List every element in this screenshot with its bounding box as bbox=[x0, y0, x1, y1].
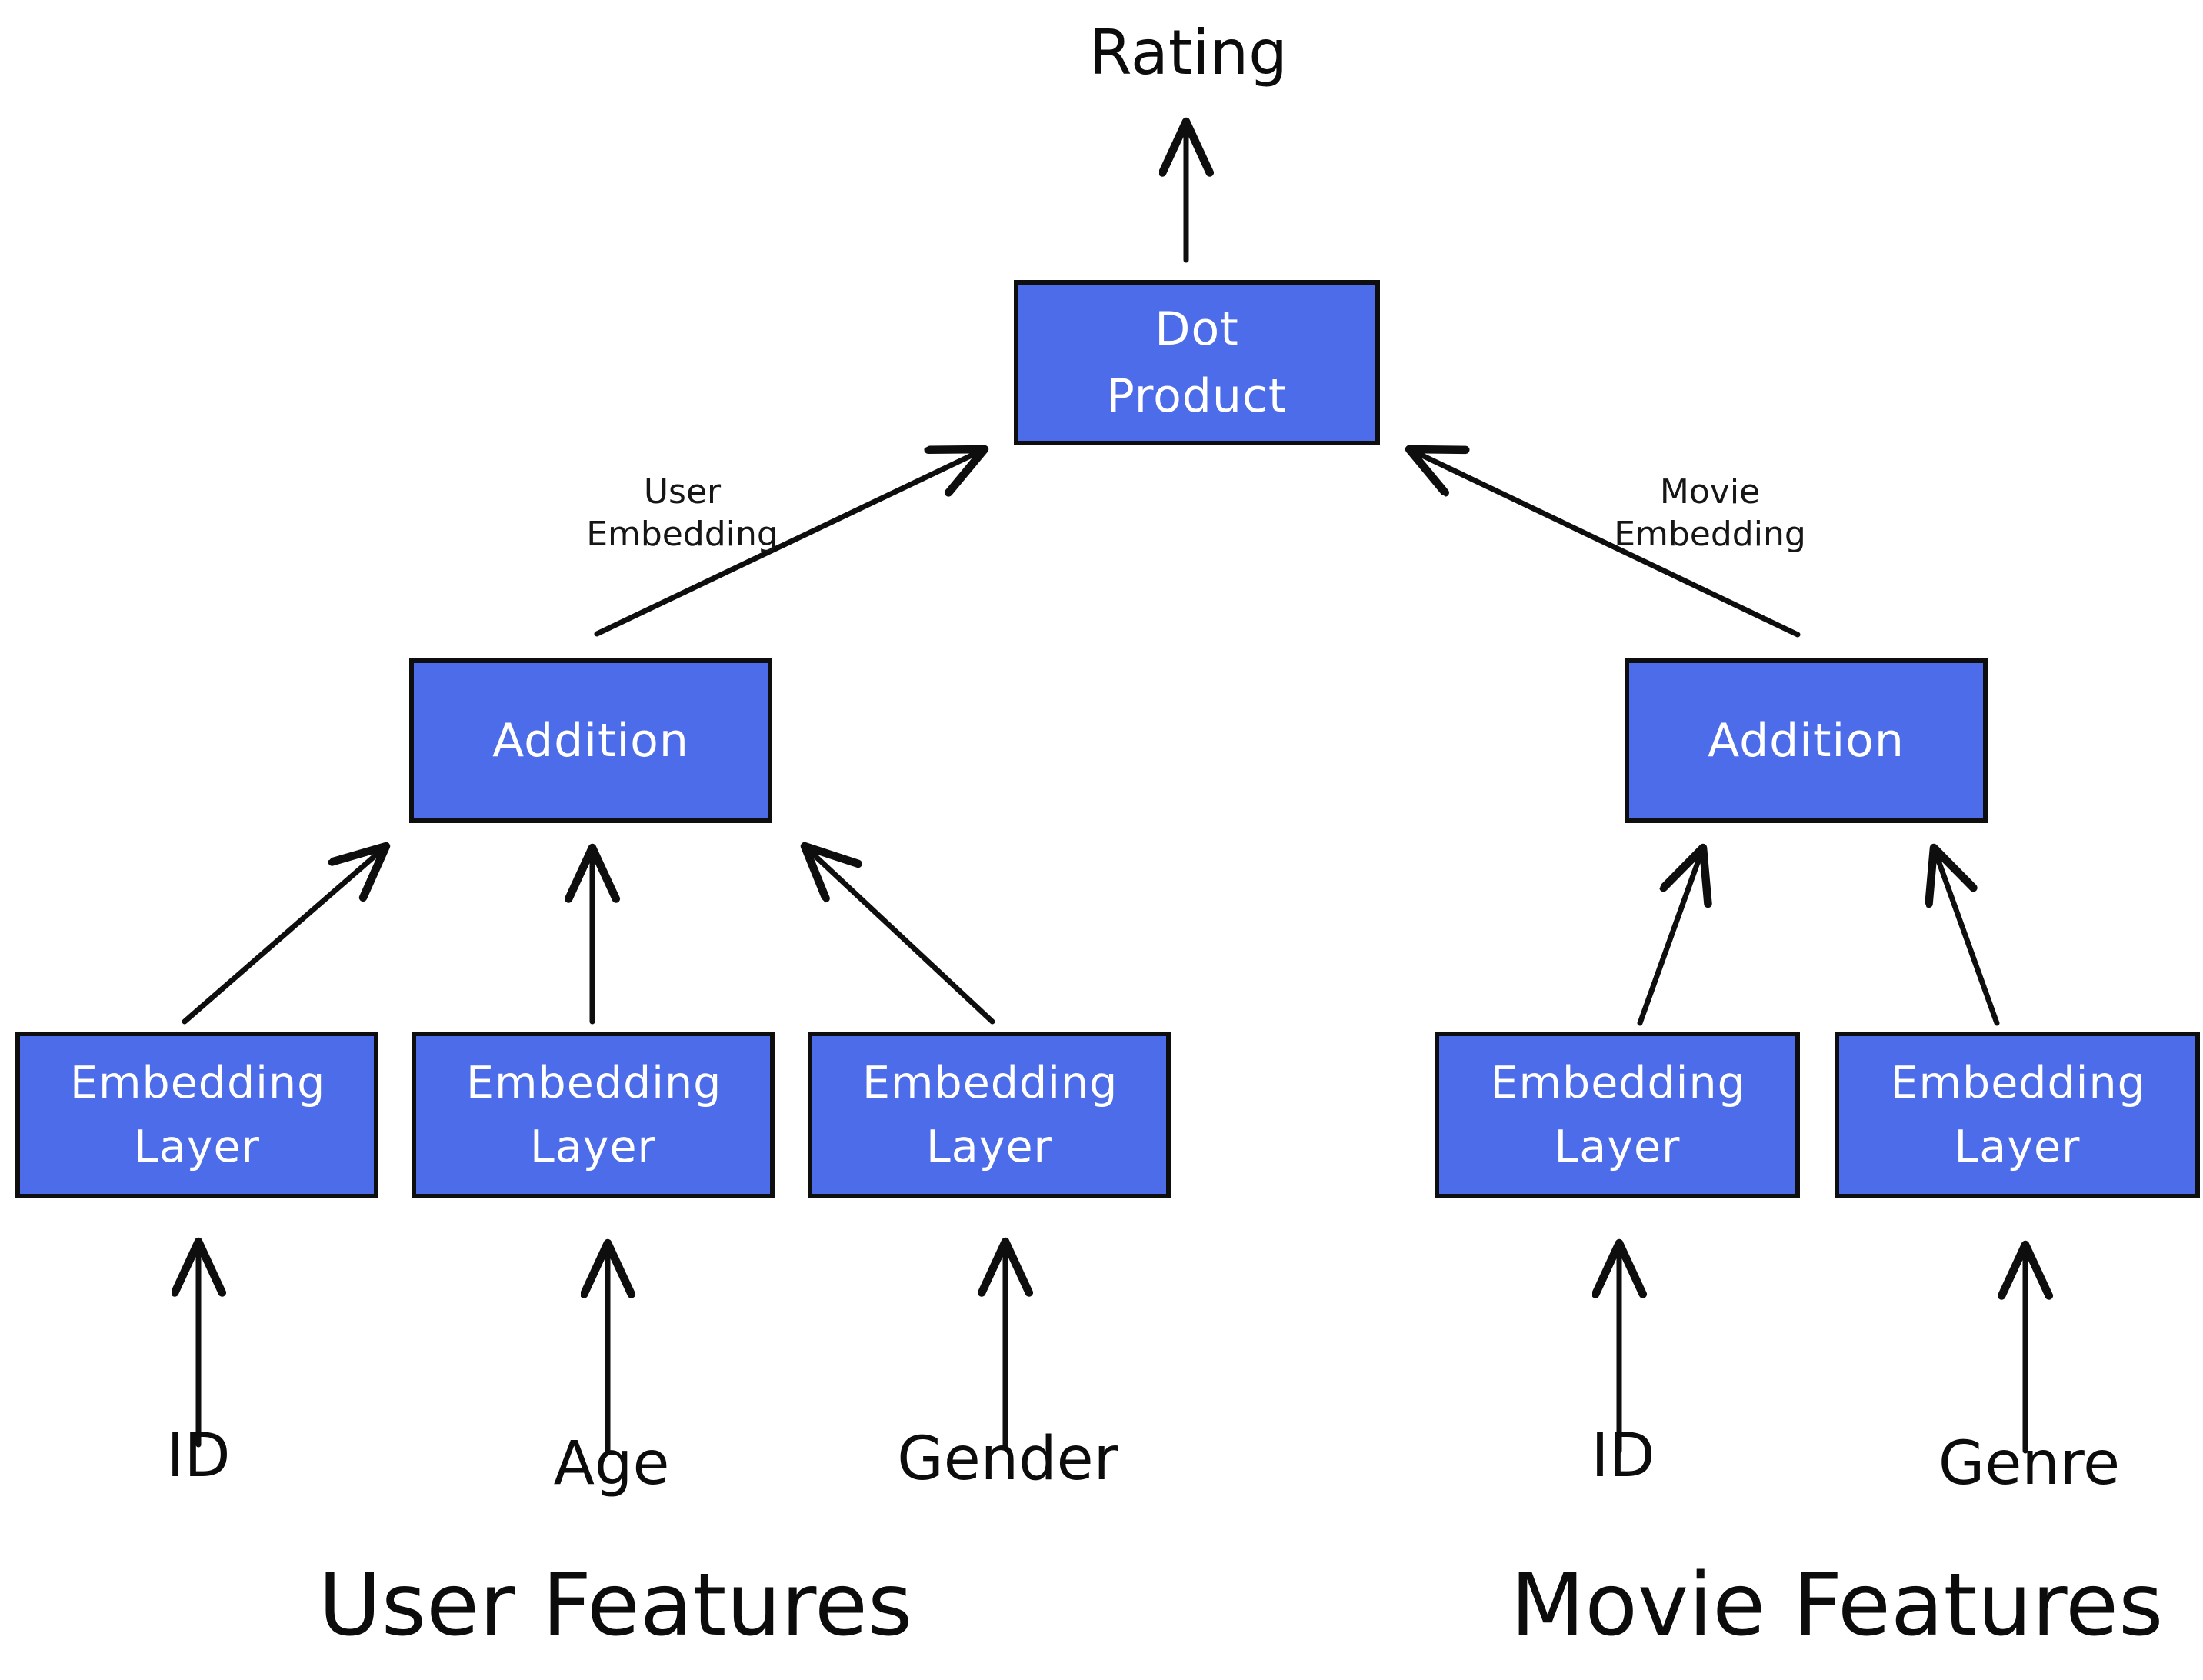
node-label: Embedding Layer bbox=[862, 1057, 1118, 1172]
node-embedding-movie-id: Embedding Layer bbox=[1435, 1032, 1800, 1198]
arrow-movie-embedding bbox=[1409, 449, 1801, 638]
input-label-user-age: Age bbox=[553, 1429, 670, 1498]
node-label: Addition bbox=[492, 713, 689, 768]
section-title-user-features: User Features bbox=[318, 1555, 913, 1655]
input-label-user-gender: Gender bbox=[897, 1425, 1118, 1494]
node-label: Addition bbox=[1708, 713, 1905, 768]
node-label: Embedding Layer bbox=[466, 1057, 722, 1172]
node-dot-product: Dot Product bbox=[1014, 280, 1380, 445]
node-label: Embedding Layer bbox=[1890, 1057, 2146, 1172]
node-embedding-user-gender: Embedding Layer bbox=[808, 1032, 1171, 1198]
rating-label: Rating bbox=[1089, 17, 1288, 88]
section-title-movie-features: Movie Features bbox=[1510, 1555, 2164, 1655]
node-label: Embedding Layer bbox=[1490, 1057, 1746, 1172]
node-embedding-user-age: Embedding Layer bbox=[412, 1032, 775, 1198]
arrow-usergender-to-addition bbox=[805, 846, 995, 1025]
arrow-user-embedding bbox=[594, 449, 985, 637]
node-embedding-movie-genre: Embedding Layer bbox=[1835, 1032, 2200, 1198]
node-addition-movie: Addition bbox=[1625, 658, 1988, 823]
arrow-moviegenre-to-addition bbox=[1934, 848, 2000, 1026]
arrow-movieid-to-addition bbox=[1637, 848, 1703, 1026]
input-label-movie-genre: Genre bbox=[1938, 1429, 2121, 1498]
edge-label-movie-embedding: Movie Embedding bbox=[1614, 472, 1806, 554]
input-label-movie-id: ID bbox=[1591, 1422, 1655, 1491]
node-embedding-user-id: Embedding Layer bbox=[15, 1032, 378, 1198]
arrow-userid-to-addition bbox=[182, 846, 386, 1025]
input-label-user-id: ID bbox=[166, 1422, 231, 1491]
node-label: Embedding Layer bbox=[70, 1057, 326, 1172]
node-addition-user: Addition bbox=[409, 658, 772, 823]
node-label: Dot Product bbox=[1106, 302, 1288, 423]
edge-label-user-embedding: User Embedding bbox=[586, 472, 778, 554]
